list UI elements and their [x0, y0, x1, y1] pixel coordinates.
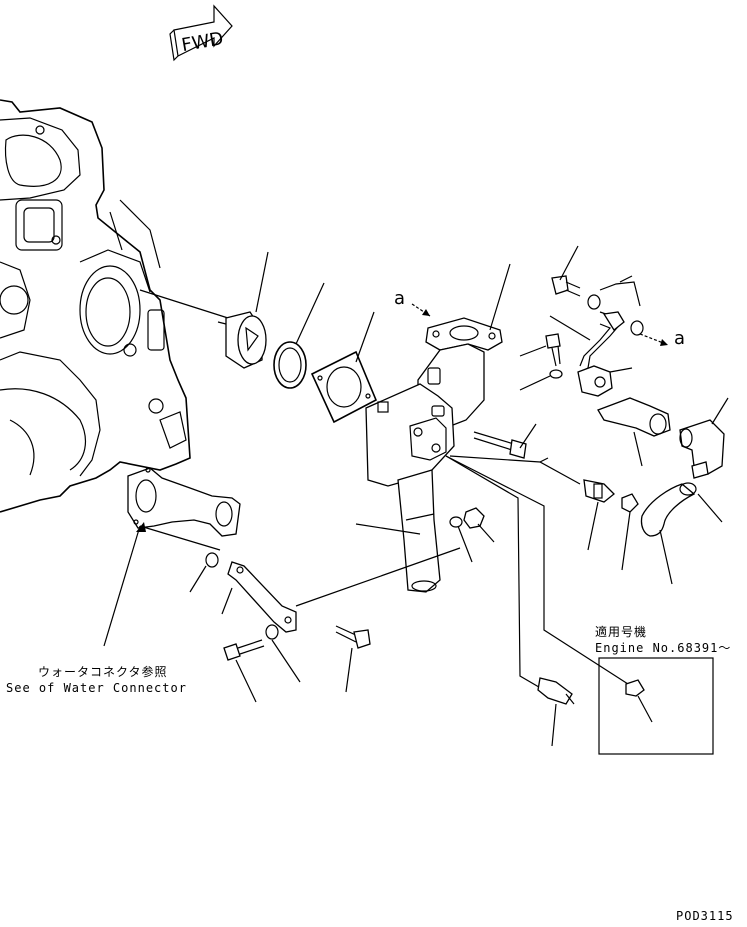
small-bolt	[519, 333, 563, 391]
applicable-en: Engine No.68391～	[595, 641, 731, 655]
applicable-jp: 適用号機	[595, 624, 647, 639]
arrow-a-right-label: a	[674, 328, 685, 349]
thermostat	[139, 251, 269, 369]
thermostat-housing	[355, 263, 511, 593]
elbow-connector	[679, 397, 729, 479]
applicable-box: 適用号機 Engine No.68391～	[595, 624, 731, 755]
fwd-arrow: FWD	[169, 4, 233, 62]
water-connector	[103, 467, 241, 647]
arrow-a-left: a	[394, 288, 431, 317]
gasket	[310, 311, 378, 424]
washer-nut-center	[449, 507, 495, 563]
arrow-a-left-label: a	[394, 288, 405, 309]
seal-ring	[273, 282, 325, 389]
sensor-leaders	[445, 455, 629, 747]
upper-right-assembly: a	[549, 245, 685, 373]
fitting-and-nut	[449, 455, 639, 571]
valve-fitting	[577, 365, 671, 467]
engine-block	[0, 99, 191, 513]
drawing-id: POD3115	[676, 909, 734, 923]
hose	[640, 482, 723, 585]
long-bolt	[473, 423, 537, 459]
fwd-label: FWD	[180, 28, 225, 56]
note-en: See of Water Connector	[6, 681, 187, 695]
lower-bolts	[223, 624, 371, 703]
bracket-assembly	[189, 547, 461, 633]
note-jp: ウォータコネクタ参照	[38, 664, 168, 679]
